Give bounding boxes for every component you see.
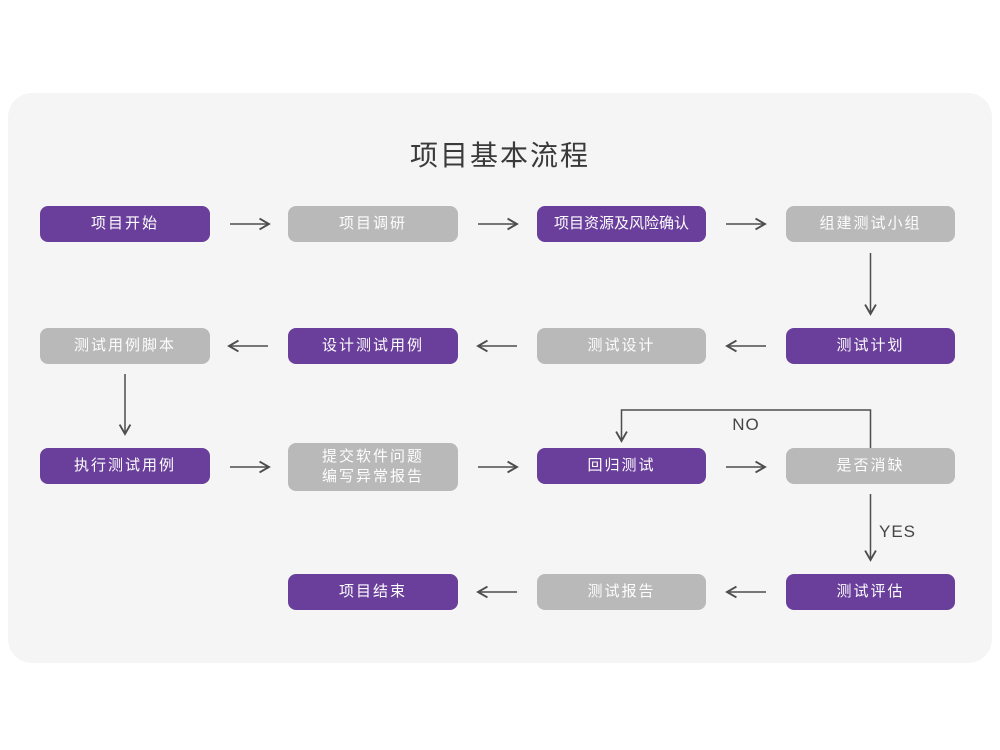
edge-label-yes: YES (879, 522, 917, 541)
node-test-plan: 测试计划 (786, 328, 955, 364)
node-test-evaluation: 测试评估 (786, 574, 955, 610)
node-project-start: 项目开始 (40, 206, 210, 242)
node-submit-issue-report: 提交软件问题 编写异常报告 (288, 443, 458, 491)
node-project-resources-risk: 项目资源及风险确认 (537, 206, 706, 242)
node-project-end: 项目结束 (288, 574, 458, 610)
node-execute-test-cases: 执行测试用例 (40, 448, 210, 484)
node-project-research: 项目调研 (288, 206, 458, 242)
node-regression-test: 回归测试 (537, 448, 706, 484)
node-submit-issue-report-line2: 编写异常报告 (321, 468, 424, 485)
node-design-test-cases: 设计测试用例 (288, 328, 458, 364)
flowchart-card (8, 93, 992, 663)
node-submit-issue-report-line1: 提交软件问题 (321, 447, 424, 465)
node-defect-resolved: 是否消缺 (786, 448, 955, 484)
edge-label-no: NO (732, 415, 760, 434)
node-build-test-team: 组建测试小组 (786, 206, 955, 242)
node-test-case-script: 测试用例脚本 (40, 328, 210, 364)
node-test-report: 测试报告 (537, 574, 706, 610)
node-test-design: 测试设计 (537, 328, 706, 364)
page-title: 项目基本流程 (409, 140, 590, 171)
